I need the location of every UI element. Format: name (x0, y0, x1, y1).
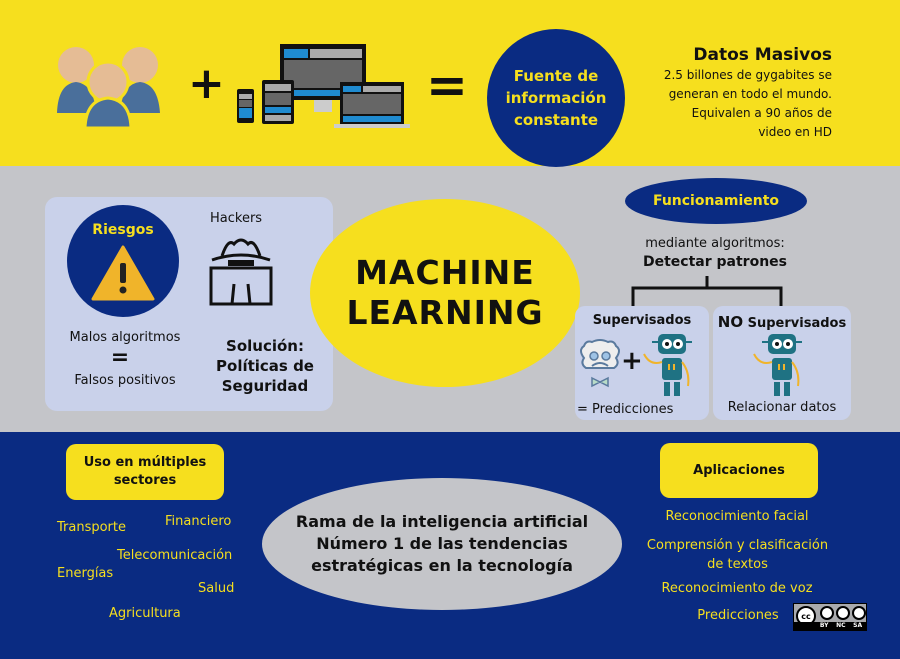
hackers-label: Hackers (210, 211, 263, 226)
datos-line: Equivalen a 90 años de (691, 106, 832, 120)
title-line-1: MACHINE (355, 253, 535, 292)
hacker-icon (209, 238, 273, 306)
sa-icon (852, 606, 866, 620)
equals-symbol: = (110, 345, 130, 370)
equals-symbol: = (426, 56, 468, 114)
datos-line: video en HD (758, 125, 832, 139)
malos-algoritmos: Malos algoritmos (69, 330, 181, 345)
uso-sectores-box: Uso en múltiples sectores (66, 444, 224, 500)
sector-item: Transporte (57, 520, 126, 535)
sector-item: Financiero (165, 514, 232, 529)
sector-item: Agricultura (109, 606, 181, 621)
solucion-text: Solución: Políticas de Seguridad (210, 336, 320, 396)
fuente-line-2: información (505, 89, 607, 107)
application-item: Reconocimiento de voz (661, 581, 813, 596)
fuente-line-3: constante (513, 111, 599, 129)
funcionamiento-badge: Funcionamiento (625, 178, 807, 224)
rama-line: Número 1 de las tendencias (316, 534, 568, 553)
no-supervisados-title: NO Supervisados (713, 313, 851, 331)
relacionar-datos-label: Relacionar datos (727, 400, 837, 415)
term-by: BY (819, 622, 829, 629)
sector-item: Energías (57, 566, 114, 581)
responsive-devices-icon (237, 44, 410, 128)
datos-masivos: Datos Masivos 2.5 billones de gygabites … (664, 44, 832, 142)
license-terms: BY NC SA (794, 622, 866, 630)
predicciones-label: = Predicciones (577, 402, 674, 417)
term-nc: NC (836, 622, 846, 629)
tree-bracket (631, 276, 783, 306)
machine-learning-title: MACHINE LEARNING (310, 199, 580, 387)
detectar-text: Detectar patrones (643, 254, 787, 270)
no-prefix: NO (717, 313, 744, 331)
datos-line: 2.5 billones de gygabites se (663, 68, 832, 82)
riesgos-title: Riesgos (92, 222, 154, 238)
application-item: Comprensión y clasificación (646, 538, 829, 553)
nc-icon (836, 606, 850, 620)
robot-icon (643, 334, 692, 396)
solucion-line: Seguridad (221, 377, 309, 395)
robot-icon (753, 334, 802, 396)
creative-commons-license-badge[interactable]: cc BY NC SA (793, 603, 867, 631)
top-band (0, 0, 900, 166)
rama-line: Rama de la inteligencia artificial (295, 512, 589, 531)
solucion-line: Políticas de (216, 357, 314, 375)
rama-line: estratégicas en la tecnología (311, 556, 573, 575)
datos-masivos-title: Datos Masivos (693, 45, 832, 65)
application-item: Predicciones (697, 608, 779, 623)
datos-line: generan en todo el mundo. (668, 87, 832, 101)
application-item: Reconocimiento facial (665, 509, 809, 524)
aplicaciones-title: Aplicaciones (693, 463, 785, 478)
funcionamiento-title: Funcionamiento (652, 193, 780, 209)
warning-icon (91, 245, 155, 301)
falsos-positivos: Falsos positivos (74, 373, 176, 388)
solucion-line: Solución: (226, 337, 304, 355)
plus-symbol: + (188, 58, 225, 109)
aplicaciones-box: Aplicaciones (660, 443, 818, 498)
fuente-circle: Fuente de información constante (487, 29, 625, 167)
sector-item: Telecomunicación (117, 548, 233, 563)
plus-symbol: + (621, 346, 643, 376)
supervisados-title: Supervisados (592, 313, 692, 328)
sector-item: Salud (198, 581, 235, 596)
term-sa: SA (853, 622, 863, 629)
rama-ellipse: Rama de la inteligencia artificial Númer… (262, 478, 622, 610)
supervisados-suffix: Supervisados (747, 316, 847, 331)
uso-line-2: sectores (113, 473, 177, 488)
professor-icon (580, 339, 620, 388)
title-line-2: LEARNING (346, 293, 544, 332)
application-item: de textos (707, 557, 768, 572)
uso-line-1: Uso en múltiples (83, 455, 207, 470)
by-icon (820, 606, 834, 620)
fuente-line-1: Fuente de (513, 67, 599, 85)
mediante-text: mediante algoritmos: (645, 236, 785, 251)
people-group-icon (57, 47, 160, 128)
